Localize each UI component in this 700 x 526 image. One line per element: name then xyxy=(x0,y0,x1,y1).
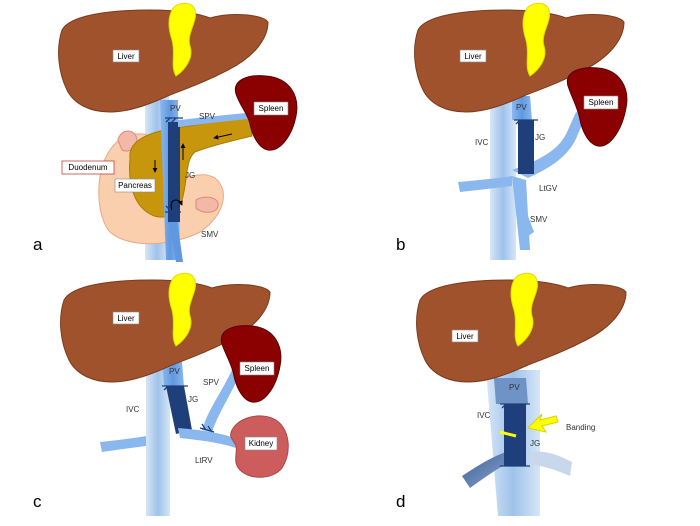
gallbladder-shape xyxy=(168,2,196,77)
spleen-label-box xyxy=(583,95,619,110)
smv-label: SMV xyxy=(530,215,548,224)
smv-label: SMV xyxy=(201,230,219,239)
ltrv-label: LtRV xyxy=(195,456,213,465)
spv-vessel xyxy=(202,370,240,432)
duodenum-label: Duodenum xyxy=(68,163,107,172)
portal-vein-shape xyxy=(512,96,532,120)
flow-arrow-loop xyxy=(170,199,183,211)
liver-shape xyxy=(58,9,269,113)
portal-vein-shape xyxy=(162,362,184,386)
panel-c: Liver Spleen PV SPV IVC JG LtRV Kidney c xyxy=(33,272,289,516)
jg-label: JG xyxy=(188,395,198,404)
portal-vein-shape xyxy=(494,378,528,404)
duodenum-label-box xyxy=(61,160,115,175)
liver-label-box xyxy=(451,329,479,343)
ltgv-label: LtGV xyxy=(539,184,558,193)
spleen-label: Spleen xyxy=(245,364,270,373)
liver-label: Liver xyxy=(464,52,482,61)
anastomosis-stitch xyxy=(162,385,188,391)
gallbladder-shape xyxy=(522,2,550,77)
pv-label: PV xyxy=(509,383,520,392)
panel-a: Liver Spleen PV SPV Duodenum Pancreas JG… xyxy=(33,2,298,262)
panel-letter-a: a xyxy=(33,235,43,254)
ltrv-vessel xyxy=(178,428,240,448)
ivc-label: IVC xyxy=(477,411,491,420)
panel-b: Liver Spleen PV IVC JG LtGV SMV b xyxy=(396,2,628,260)
banding-arrow-icon xyxy=(527,413,559,433)
jg-label: JG xyxy=(535,133,545,142)
spleen-label: Spleen xyxy=(259,104,284,113)
left-branch-vessel xyxy=(100,436,146,452)
liver-label-box xyxy=(112,311,140,325)
splenic-vein-shape xyxy=(178,112,260,127)
jump-graft-shape xyxy=(168,122,180,222)
panel-letter-c: c xyxy=(33,492,42,511)
jg-label: JG xyxy=(185,171,195,180)
left-branch-vessel xyxy=(462,452,510,488)
liver-label: Liver xyxy=(456,332,474,341)
gallbladder-shape xyxy=(510,272,538,347)
kidney-label: Kidney xyxy=(249,439,273,448)
jump-graft-shape xyxy=(166,386,192,434)
spleen-label-box xyxy=(253,101,289,116)
pancreas-label-box xyxy=(114,178,156,193)
anastomosis-stitch-lower xyxy=(199,423,215,433)
spleen-label-box xyxy=(239,361,275,376)
banding-label: Banding xyxy=(566,423,595,432)
duodenum-papilla-lower xyxy=(195,196,219,213)
gallbladder-shape xyxy=(168,272,196,347)
jg-label: JG xyxy=(530,439,540,448)
liver-label: Liver xyxy=(117,314,135,323)
liver-label-box xyxy=(459,49,487,63)
liver-label-box xyxy=(112,49,140,63)
ivc-label: IVC xyxy=(475,138,489,147)
pancreas-label: Pancreas xyxy=(118,181,152,190)
kidney-label-box xyxy=(244,436,278,451)
panel-letter-b: b xyxy=(396,235,405,254)
anastomosis-stitch-lower xyxy=(500,461,530,467)
liver-label: Liver xyxy=(117,52,135,61)
ivc-label: IVC xyxy=(126,405,140,414)
jump-graft-shape xyxy=(518,120,534,174)
smv-branch xyxy=(517,200,534,236)
right-branch-vessel xyxy=(530,451,572,476)
banding-band xyxy=(499,430,517,438)
anastomosis-stitch-lower xyxy=(165,205,181,213)
panel-d: Liver PV IVC Banding JG d xyxy=(396,272,627,516)
pv-label: PV xyxy=(169,367,180,376)
spleen-label: Spleen xyxy=(589,98,614,107)
pv-label: PV xyxy=(170,104,181,113)
panel-letter-d: d xyxy=(396,492,405,511)
anastomosis-stitch xyxy=(514,119,538,125)
spv-label: SPV xyxy=(203,378,220,387)
left-branch-vessel xyxy=(458,176,512,192)
anastomosis-stitch xyxy=(500,403,530,409)
anastomosis-stitch xyxy=(165,117,183,123)
smv-branch xyxy=(168,212,183,262)
pv-label: PV xyxy=(516,103,527,112)
spv-label: SPV xyxy=(199,112,216,121)
flow-arrow-spv xyxy=(213,133,233,140)
duodenum-papilla-upper xyxy=(117,130,138,152)
